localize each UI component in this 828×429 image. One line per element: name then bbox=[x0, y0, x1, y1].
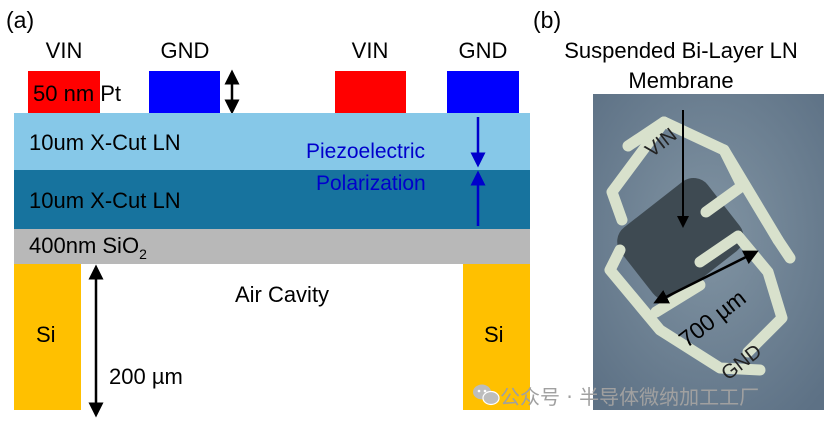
watermark-text: 公众号 · 半导体微纳加工工厂 bbox=[500, 385, 759, 409]
gnd-right-trace bbox=[694, 230, 788, 358]
oxide-label: 400nm SiO2 bbox=[29, 233, 147, 262]
gnd-right-electrode bbox=[447, 71, 519, 113]
top-ln-layer bbox=[14, 113, 530, 170]
gnd-left-label: GND bbox=[161, 38, 210, 63]
si-right-label: Si bbox=[484, 322, 504, 347]
wechat-icon bbox=[473, 384, 500, 406]
polarization-line2: Polarization bbox=[316, 172, 426, 195]
oxide-layer bbox=[14, 229, 530, 264]
vin-left-trace bbox=[606, 116, 670, 226]
vin-outer-trace bbox=[622, 116, 784, 246]
bottom-ln-label: 10um X-Cut LN bbox=[29, 188, 181, 213]
gnd-outer-trace bbox=[604, 244, 766, 376]
oxide-label-subscript: 2 bbox=[139, 246, 147, 262]
vin-left-electrode bbox=[28, 71, 100, 113]
si-left-label: Si bbox=[36, 322, 56, 347]
vin-right-label: VIN bbox=[352, 38, 389, 63]
panel-a-label: (a) bbox=[6, 7, 34, 33]
si-right-pillar bbox=[463, 264, 530, 410]
scale-arrow bbox=[653, 250, 759, 304]
top-ln-label: 10um X-Cut LN bbox=[29, 130, 181, 155]
panel-b: (b) Suspended Bi-Layer LN Membrane VIN G… bbox=[533, 7, 824, 410]
air-cavity-label: Air Cavity bbox=[235, 282, 329, 307]
panel-b-label: (b) bbox=[533, 7, 561, 33]
watermark: 公众号 · 半导体微纳加工工厂 bbox=[473, 384, 759, 409]
polarization-line1: Piezoelectric bbox=[306, 140, 425, 163]
electrode-thickness-label: 50 nm Pt bbox=[33, 81, 121, 106]
vin-left-label: VIN bbox=[46, 38, 83, 63]
vin-right-electrode bbox=[335, 71, 406, 113]
panel-a: (a) VIN GND VIN GND 50 nm Pt 10um X-Cut … bbox=[6, 7, 530, 418]
oxide-label-main: 400nm SiO bbox=[29, 233, 139, 258]
vin-edge-trace bbox=[772, 234, 796, 264]
vin-inner-trace bbox=[700, 144, 748, 218]
gnd-right-label: GND bbox=[459, 38, 508, 63]
bottom-ln-layer bbox=[14, 170, 530, 229]
si-left-pillar bbox=[14, 264, 81, 410]
device-micrograph: VIN GND 700 µm bbox=[604, 110, 796, 385]
gnd-left-electrode bbox=[149, 71, 220, 113]
panel-b-title-line1: Suspended Bi-Layer LN bbox=[564, 38, 798, 63]
depth-label: 200 µm bbox=[109, 364, 183, 389]
panel-b-title-line2: Membrane bbox=[628, 68, 733, 93]
